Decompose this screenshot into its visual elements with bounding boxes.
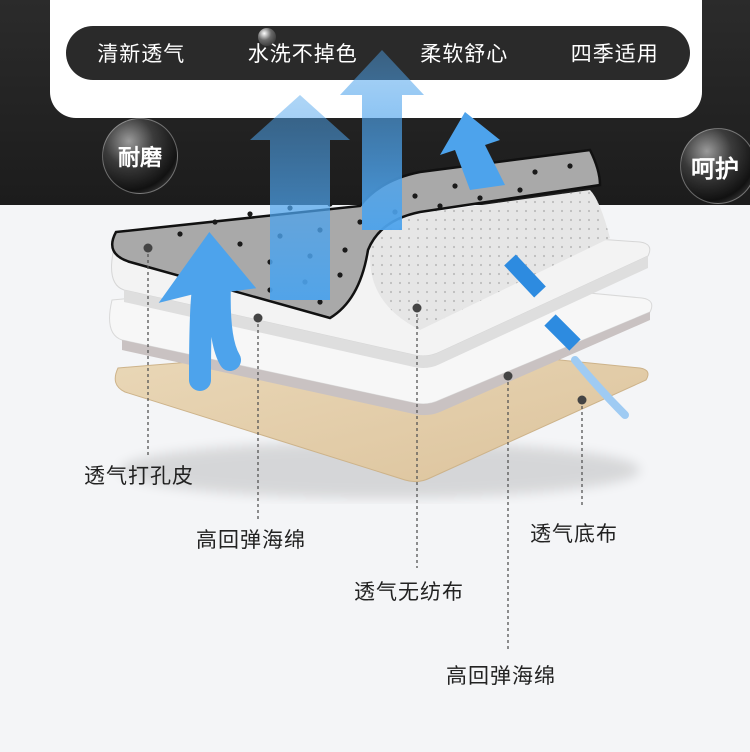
label-nonwoven: 透气无纺布 — [354, 580, 464, 604]
air-curl-arrow-icon — [158, 232, 257, 391]
badge-durable-label: 耐磨 — [117, 146, 162, 171]
water-drop-icon — [258, 28, 276, 46]
label-perforated-leather: 透气打孔皮 — [84, 464, 194, 488]
badge-care-label: 呵护 — [691, 154, 739, 183]
feature-bar: 清新透气 水洗不掉色 柔软舒心 四季适用 — [66, 26, 690, 80]
leader-lines — [147, 248, 583, 650]
air-arrow-icon — [340, 50, 424, 230]
label-foam-bottom: 高回弹海绵 — [446, 664, 556, 688]
air-arrow-icon — [250, 95, 350, 300]
badge-durable: 耐磨 — [102, 118, 178, 194]
air-arrow-icon — [440, 112, 505, 190]
label-foam-top: 高回弹海绵 — [196, 528, 306, 552]
label-base-cloth: 透气底布 — [530, 522, 618, 546]
air-stripe-icon — [571, 356, 629, 419]
air-stripe-icon — [504, 254, 546, 298]
air-stripe-icon — [544, 314, 581, 351]
badge-care: 呵护 — [680, 128, 750, 204]
feature-item: 清新透气 — [97, 42, 186, 66]
nonwoven-texture — [370, 190, 610, 330]
leader-dots — [143, 243, 587, 405]
feature-item: 水洗不掉色 — [247, 42, 358, 66]
feature-item: 四季适用 — [570, 42, 659, 66]
top-foam-edge — [124, 256, 648, 368]
airflow-arrows — [158, 50, 629, 419]
feature-item: 柔软舒心 — [420, 42, 509, 66]
